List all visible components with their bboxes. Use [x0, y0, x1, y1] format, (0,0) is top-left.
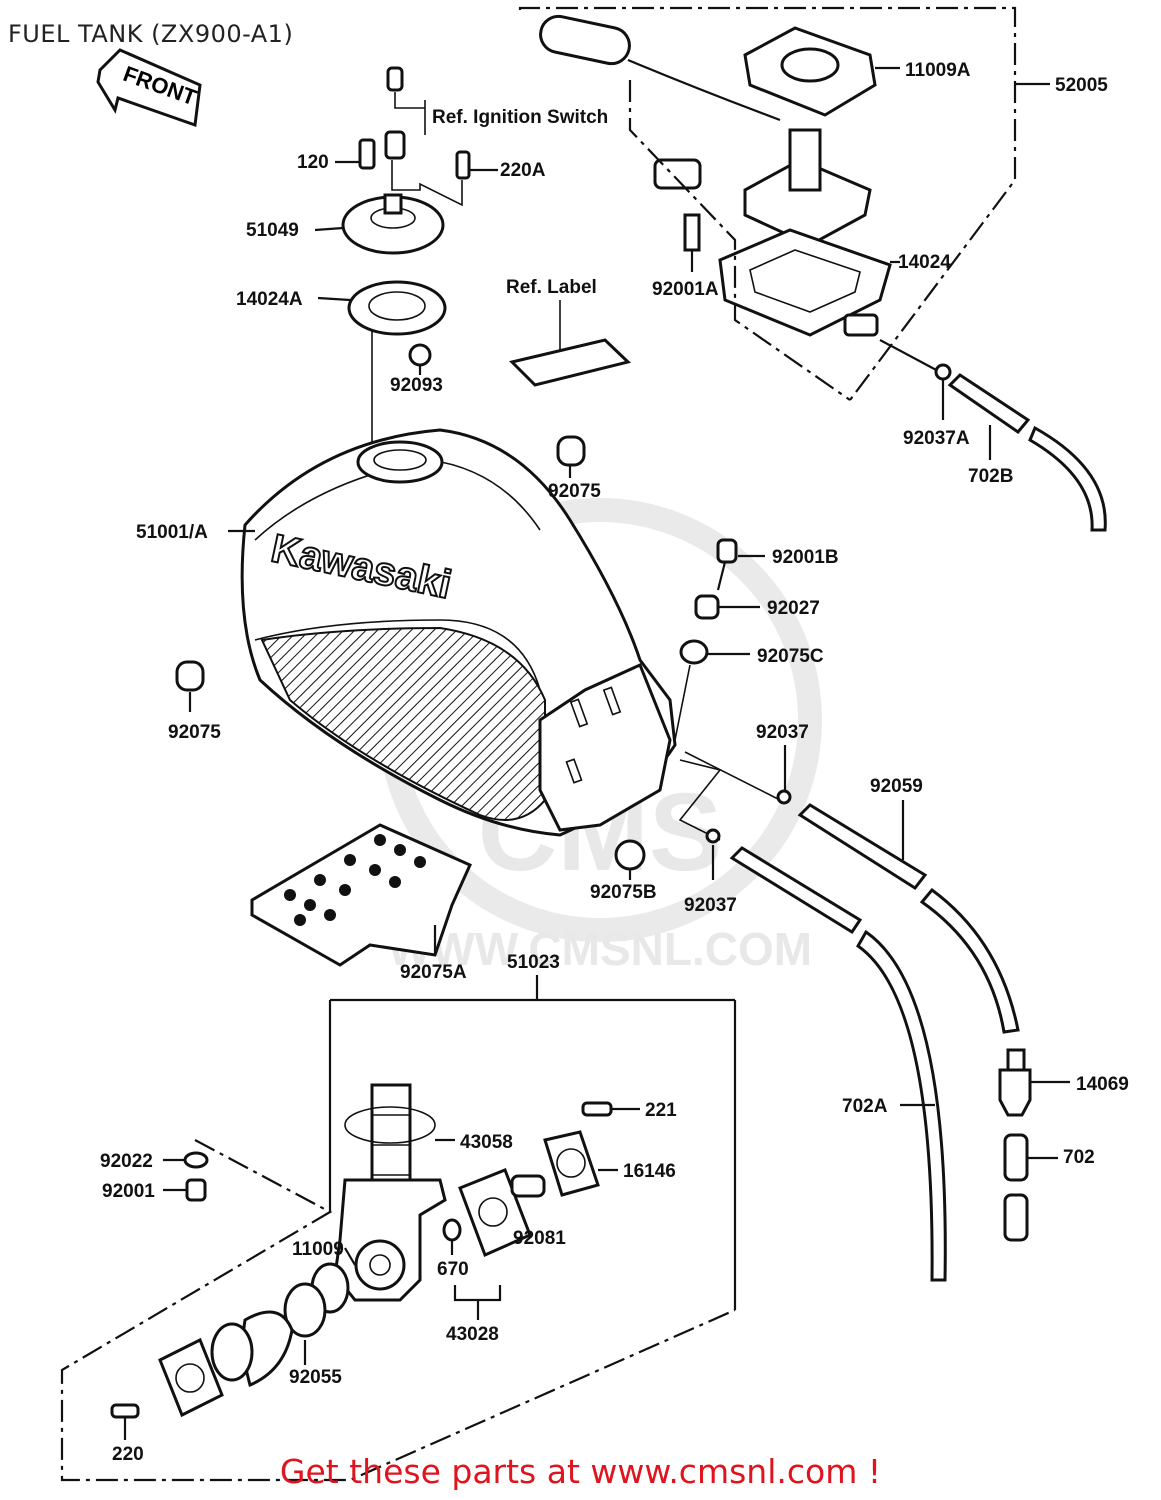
part-label: 14024 [898, 252, 951, 273]
part-label: 92001B [772, 547, 839, 568]
part-label: 92037 [684, 895, 737, 916]
part-label: 92037 [756, 722, 809, 743]
part-label: 702B [968, 466, 1013, 487]
tank-rubber-parts [175, 435, 765, 880]
part-label: 52005 [1055, 75, 1108, 96]
part-label: 43058 [460, 1132, 513, 1153]
part-label: 92093 [390, 375, 443, 396]
footer-cta-text[interactable]: Get these parts at www.cmsnl.com ! [279, 1452, 882, 1491]
part-label: 14024A [236, 289, 303, 310]
part-label: 92081 [513, 1228, 566, 1249]
part-label: 51023 [507, 952, 560, 973]
part-label: 702 [1063, 1147, 1095, 1168]
hose-702B [934, 363, 1107, 532]
fuel-filter-14069 [998, 1048, 1070, 1242]
fuel-tap-assembly-51023 [60, 975, 737, 1482]
part-label: 92037A [903, 428, 970, 449]
watermark-url: WWW.CMSNL.COM [388, 923, 812, 975]
part-label: 92001 [102, 1181, 155, 1202]
diagram-title: FUEL TANK (ZX900-A1) [8, 20, 294, 48]
part-label: 92001A [652, 279, 719, 300]
ref-label-sticker [509, 300, 632, 387]
fuel-level-sender-assembly [518, 6, 1050, 401]
part-label: 16146 [623, 1161, 676, 1182]
part-label: 220 [112, 1444, 144, 1465]
part-label: 221 [645, 1100, 677, 1121]
part-label: 92027 [767, 598, 820, 619]
part-label: 220A [500, 160, 546, 181]
part-label: 51049 [246, 220, 299, 241]
part-label: 92075A [400, 962, 467, 983]
part-label: 11009 [292, 1239, 344, 1260]
front-arrow-sign: FRONT [96, 48, 202, 128]
part-label: 92075C [757, 646, 824, 667]
fuel-hoses [678, 745, 1020, 1282]
fuel-cap-assembly [314, 66, 498, 445]
part-label: 14069 [1076, 1074, 1129, 1095]
leader-lines-top-right [690, 66, 941, 373]
part-label: 92075 [548, 481, 601, 502]
part-label: 92059 [870, 776, 923, 797]
fuel-tank-51001A: Kawasaki [228, 428, 677, 837]
part-label: 11009A [905, 60, 971, 81]
part-label: 92075 [168, 722, 221, 743]
part-label: 51001/A [136, 522, 208, 543]
part-label: 670 [437, 1259, 469, 1280]
part-label: 92022 [100, 1151, 153, 1172]
part-label: 92055 [289, 1367, 342, 1388]
part-label: 92075B [590, 882, 657, 903]
part-label: 702A [842, 1096, 888, 1117]
damper-pad-92075A [250, 823, 472, 967]
part-number-labels: 11009A 52005 Ref. Ignition Switch 120 22… [100, 60, 1129, 1465]
note-ignition-switch: Ref. Ignition Switch [432, 107, 608, 128]
part-label: 120 [297, 152, 329, 173]
part-label: 43028 [446, 1324, 499, 1345]
note-ref-label: Ref. Label [506, 277, 597, 298]
